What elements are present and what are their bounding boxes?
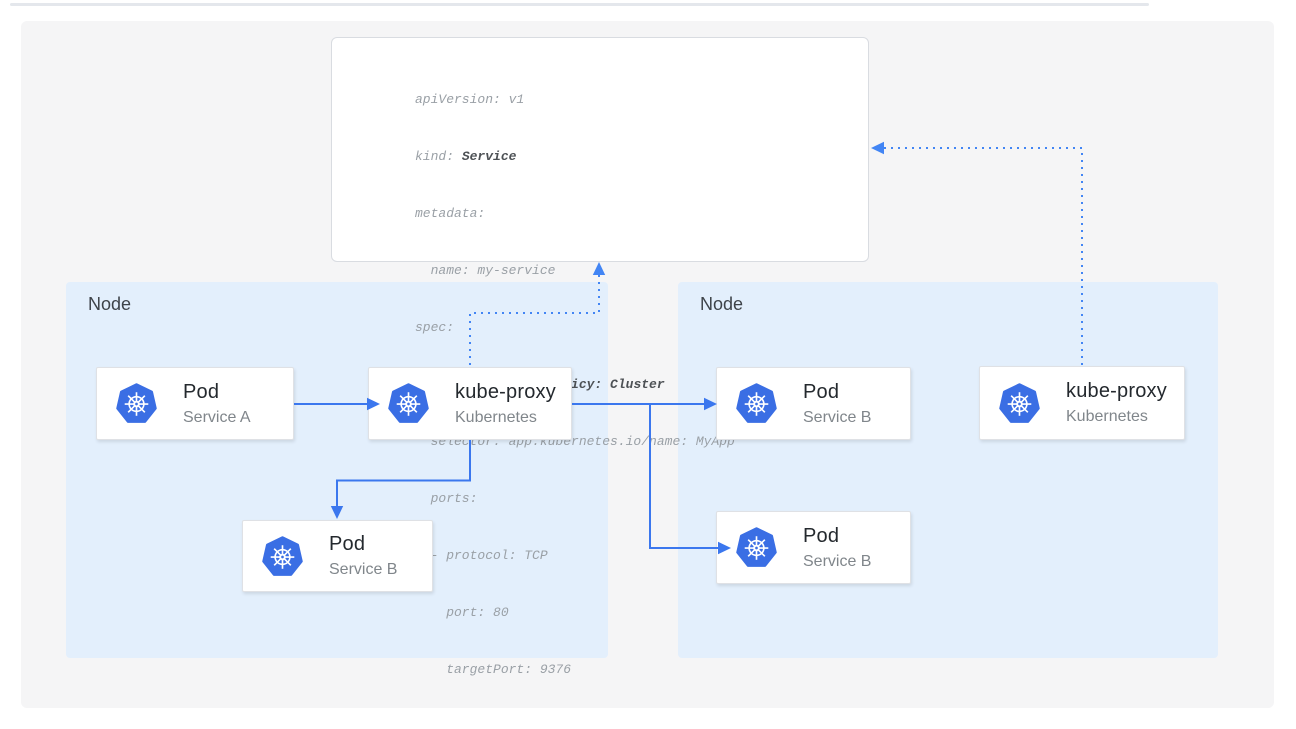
pod-service-b-right-box-2: Pod Service B — [716, 511, 911, 584]
box-subtitle: Kubernetes — [1066, 408, 1148, 425]
node-label: Node — [88, 294, 132, 314]
yaml-line: ports: — [415, 491, 478, 506]
kube-proxy-right-box: kube-proxy Kubernetes — [979, 366, 1185, 440]
kubernetes-wheel-icon — [736, 383, 777, 423]
box-title: Pod — [329, 533, 366, 555]
yaml-line: apiVersion: v1 — [415, 92, 525, 107]
pod-service-b-right-box-1: Pod Service B — [716, 367, 911, 440]
yaml-line: kind: Service — [415, 149, 517, 164]
kubernetes-wheel-icon — [736, 527, 777, 567]
yaml-line: port: 80 — [415, 605, 509, 620]
kube-proxy-left-box: kube-proxy Kubernetes — [368, 367, 572, 440]
kubernetes-wheel-icon — [388, 383, 429, 423]
top-divider — [10, 3, 1149, 6]
box-title: Pod — [803, 524, 840, 547]
box-title: kube-proxy — [1066, 380, 1167, 402]
kubernetes-wheel-icon — [262, 535, 303, 576]
yaml-line: targetPort: 9376 — [415, 662, 572, 677]
box-subtitle: Service B — [803, 408, 872, 426]
yaml-line: spec: — [415, 320, 455, 335]
pod-service-b-left-box: Pod Service B — [242, 520, 433, 592]
yaml-line: metadata: — [415, 206, 486, 221]
box-title: kube-proxy — [455, 380, 556, 403]
pod-service-a-box: Pod Service A — [96, 367, 294, 440]
kubernetes-wheel-icon — [999, 382, 1040, 423]
box-subtitle: Service B — [803, 552, 872, 570]
box-subtitle: Service B — [329, 561, 398, 578]
node-label: Node — [700, 294, 744, 314]
box-title: Pod — [803, 380, 840, 403]
kubernetes-wheel-icon — [116, 383, 157, 423]
service-yaml-card: apiVersion: v1 kind: Service metadata: n… — [331, 37, 869, 677]
box-subtitle: Kubernetes — [455, 408, 537, 426]
yaml-line: - protocol: TCP — [415, 548, 548, 563]
yaml-line: name: my-service — [415, 263, 556, 278]
box-title: Pod — [183, 380, 220, 403]
box-subtitle: Service A — [183, 408, 251, 426]
